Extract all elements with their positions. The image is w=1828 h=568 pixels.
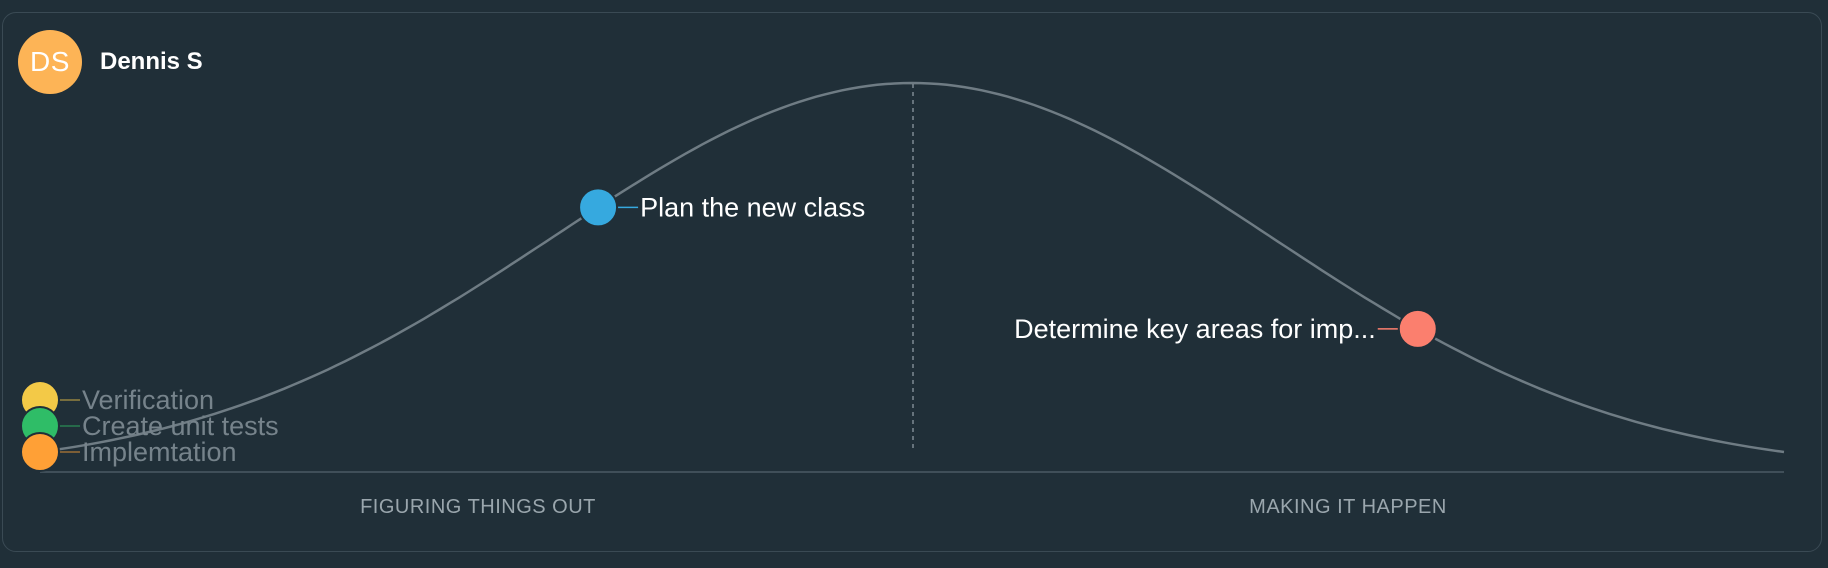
user-header: DS Dennis S <box>18 30 203 94</box>
scope-dot[interactable] <box>20 432 60 472</box>
scope-label[interactable]: Plan the new class <box>640 192 865 222</box>
hill-curve <box>39 81 1785 454</box>
user-name: Dennis S <box>100 48 203 75</box>
phase-label-figuring-out: FIGURING THINGS OUT <box>360 496 596 518</box>
scope-point-verification[interactable]: Verification <box>20 380 214 420</box>
avatar[interactable]: DS <box>18 30 82 94</box>
scope-point-determine-key-areas-for-imp[interactable]: Determine key areas for imp... <box>1014 308 1438 349</box>
scope-point-implemtation[interactable]: Implemtation <box>20 432 237 472</box>
scope-point-plan-the-new-class[interactable]: Plan the new class <box>578 187 865 228</box>
scope-label[interactable]: Verification <box>82 385 214 415</box>
phase-label-making-it-happen: MAKING IT HAPPEN <box>1249 496 1447 518</box>
scope-label[interactable]: Create unit tests <box>82 411 279 441</box>
scope-dot[interactable] <box>1397 308 1438 349</box>
scope-dot[interactable] <box>578 187 619 228</box>
scope-label[interactable]: Determine key areas for imp... <box>1014 314 1376 344</box>
scope-label[interactable]: Implemtation <box>82 437 237 467</box>
hill-chart-card <box>2 12 1822 552</box>
